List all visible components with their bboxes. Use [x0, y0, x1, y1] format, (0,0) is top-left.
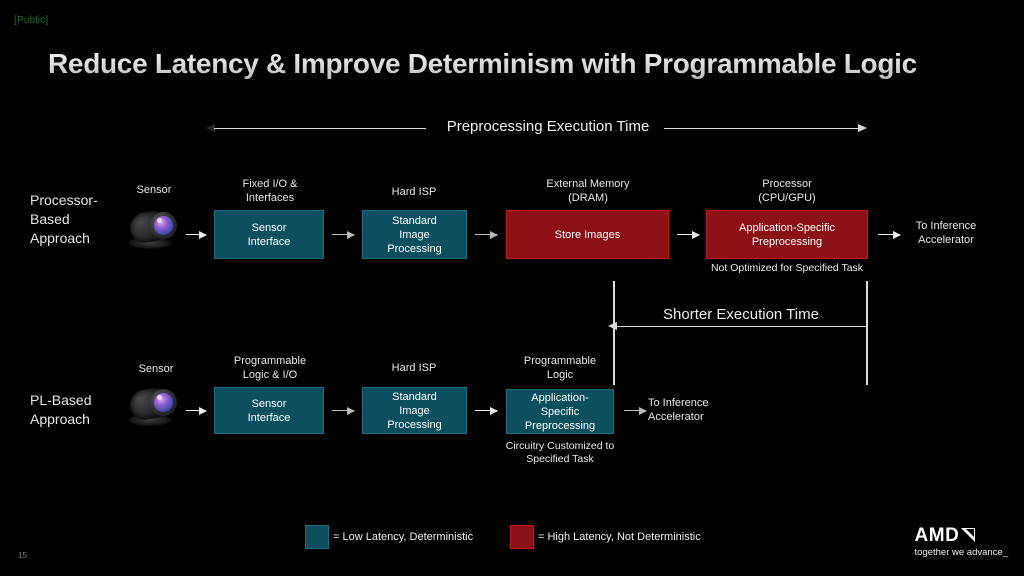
stage-caption-row1-0: Fixed I/O & Interfaces [242, 178, 298, 204]
shorter-execution-arrowhead [608, 322, 617, 330]
comparison-right-vertical-line [866, 281, 868, 385]
sensor-camera-icon-row2 [126, 381, 182, 429]
note-row1-not-optimized: Not Optimized for Specified Task [710, 262, 864, 274]
exec-time-left-line [214, 128, 426, 129]
arrow-to-output-row2 [624, 406, 647, 415]
sensor-caption-row1: Sensor [136, 184, 172, 196]
row-label-pl-based: PL-Based Approach [30, 391, 140, 429]
row-label-line: Based [30, 211, 70, 227]
arrow-stage2-to-stage3-row1 [475, 230, 498, 239]
sensor-camera-icon-row1 [126, 204, 182, 252]
amd-arrow-icon [961, 528, 976, 542]
stage-box-row2-standard-image-processing[interactable]: Standard Image Processing [362, 387, 467, 434]
output-label-row2: To Inference Accelerator [648, 397, 709, 423]
stage-caption-row1-1: Hard ISP [391, 186, 437, 198]
stage-caption-row2-0: Programmable Logic & I/O [233, 355, 307, 381]
arrow-stage2-to-stage3-row2 [475, 406, 498, 415]
arrow-sensor-to-stage1-row2 [186, 406, 207, 415]
arrow-stage1-to-stage2-row2 [332, 406, 355, 415]
legend-label-low-latency: = Low Latency, Deterministic [333, 531, 474, 543]
stage-caption-row2-2: Programmable Logic [523, 355, 597, 381]
stage-caption-row1-2: External Memory (DRAM) [546, 178, 630, 204]
row-label-line: Approach [30, 230, 90, 246]
row-label-line: Approach [30, 411, 90, 427]
classification-label: [Public] [14, 15, 49, 26]
exec-time-left-arrowhead [206, 124, 215, 132]
stage-box-row1-store-images[interactable]: Store Images [506, 210, 669, 259]
slide-number: 15 [18, 551, 27, 560]
output-label-row1: To Inference Accelerator [915, 220, 977, 246]
arrow-stage3-to-stage4-row1 [677, 230, 700, 239]
stage-box-row1-standard-image-processing[interactable]: Standard Image Processing [362, 210, 467, 259]
amd-wordmark: AMD [915, 526, 1008, 545]
shorter-execution-label: Shorter Execution Time [663, 306, 819, 323]
row-label-line: PL-Based [30, 392, 92, 408]
row-label-processor-based: Processor- Based Approach [30, 191, 140, 248]
exec-time-right-line [664, 128, 860, 129]
page-title: Reduce Latency & Improve Determinism wit… [48, 48, 917, 79]
stage-caption-row1-3: Processor (CPU/GPU) [758, 178, 816, 204]
exec-time-label: Preprocessing Execution Time [446, 118, 650, 135]
stage-caption-row2-1: Hard ISP [391, 362, 437, 374]
legend-label-high-latency: = High Latency, Not Deterministic [538, 531, 701, 543]
stage-box-row2-sensor-interface[interactable]: Sensor Interface [214, 387, 324, 434]
stage-box-row1-application-specific-preprocessing[interactable]: Application-Specific Preprocessing [706, 210, 868, 259]
amd-tagline: together we advance_ [914, 547, 1008, 558]
arrow-sensor-to-stage1-row1 [186, 230, 207, 239]
amd-brand-name: AMD [914, 525, 960, 546]
note-row2-circuitry-customized: Circuitry Customized to Specified Task [505, 440, 615, 465]
legend-swatch-teal [305, 525, 329, 549]
arrow-to-output-row1 [878, 230, 901, 239]
stage-box-row2-application-specific-preprocessing[interactable]: Application- Specific Preprocessing [506, 389, 614, 434]
amd-logo: AMD together we advance_ [915, 526, 1008, 558]
shorter-execution-arrow-line [616, 326, 866, 327]
comparison-left-vertical-line [613, 281, 615, 385]
sensor-caption-row2: Sensor [138, 363, 174, 375]
stage-box-row1-sensor-interface[interactable]: Sensor Interface [214, 210, 324, 259]
legend-swatch-red [510, 525, 534, 549]
exec-time-right-arrowhead [858, 124, 867, 132]
arrow-stage1-to-stage2-row1 [332, 230, 355, 239]
row-label-line: Processor- [30, 192, 98, 208]
